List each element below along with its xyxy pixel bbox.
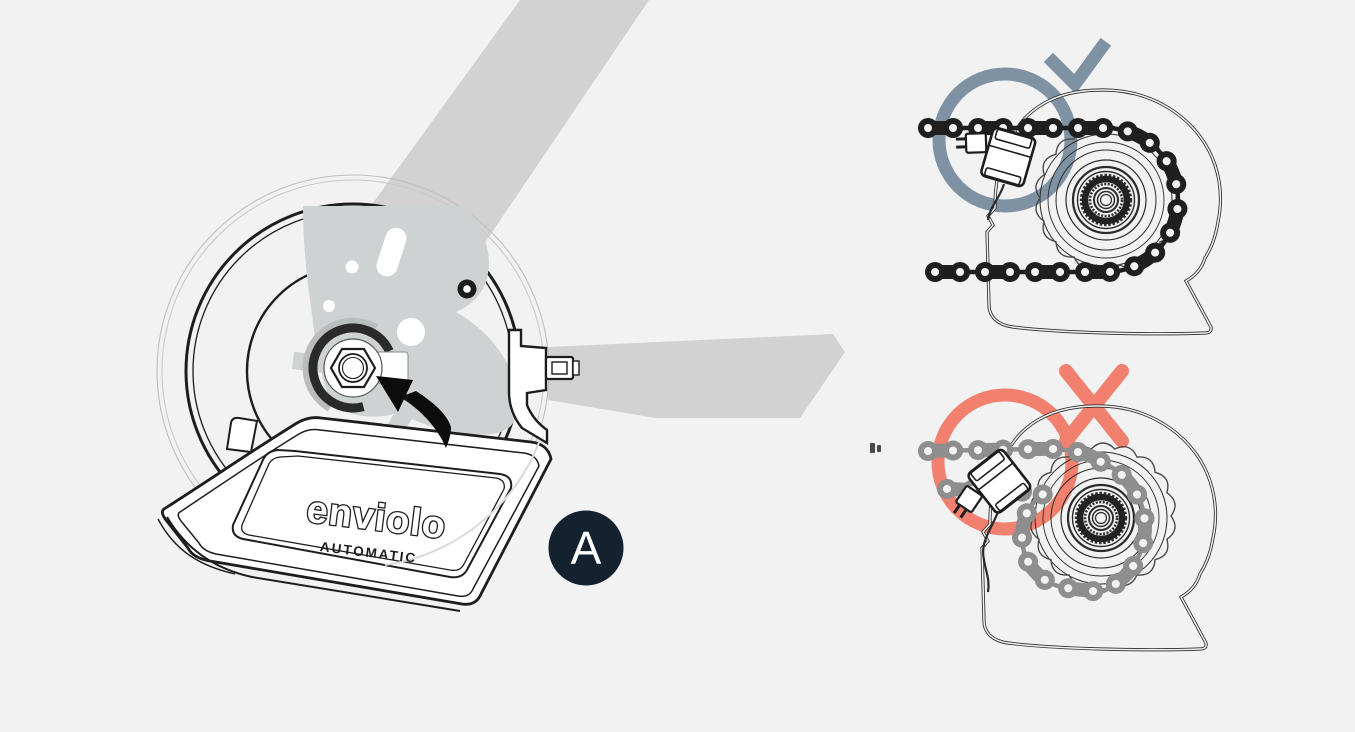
- cover-panel-inner: [241, 455, 505, 572]
- incorrect-highlight-circle: [931, 388, 1079, 536]
- pointer-arrow: [376, 376, 451, 448]
- cutaway-holes: [323, 227, 425, 346]
- step-a-badge: A: [548, 510, 624, 586]
- step-a-badge-label: A: [571, 522, 602, 574]
- correct-example: [928, 37, 1223, 336]
- hub-cutaway-illustration: enviolo AUTOMATIC A: [156, 0, 845, 612]
- dropout-axle: [507, 328, 580, 446]
- correct-highlight-circle: [932, 67, 1078, 213]
- cover-plate: enviolo AUTOMATIC: [157, 416, 553, 612]
- sensor-cable-incorrect: [982, 511, 1000, 593]
- check-icon: [1043, 37, 1112, 94]
- incorrect-example: [928, 364, 1218, 652]
- frame-tube-chainstay: [548, 334, 845, 418]
- axle-nut: [302, 317, 409, 413]
- chain-link-fragment: [870, 443, 881, 453]
- cover-plate-rim: [177, 428, 540, 598]
- cover-hinge-tab: [225, 416, 259, 454]
- cover-panel-outer: [231, 448, 513, 579]
- shell-bolt: [457, 279, 477, 299]
- sensor-cable-correct: [986, 183, 1006, 221]
- cover-sheen-arc: [384, 439, 541, 566]
- step-a-badge-circle: [548, 510, 624, 586]
